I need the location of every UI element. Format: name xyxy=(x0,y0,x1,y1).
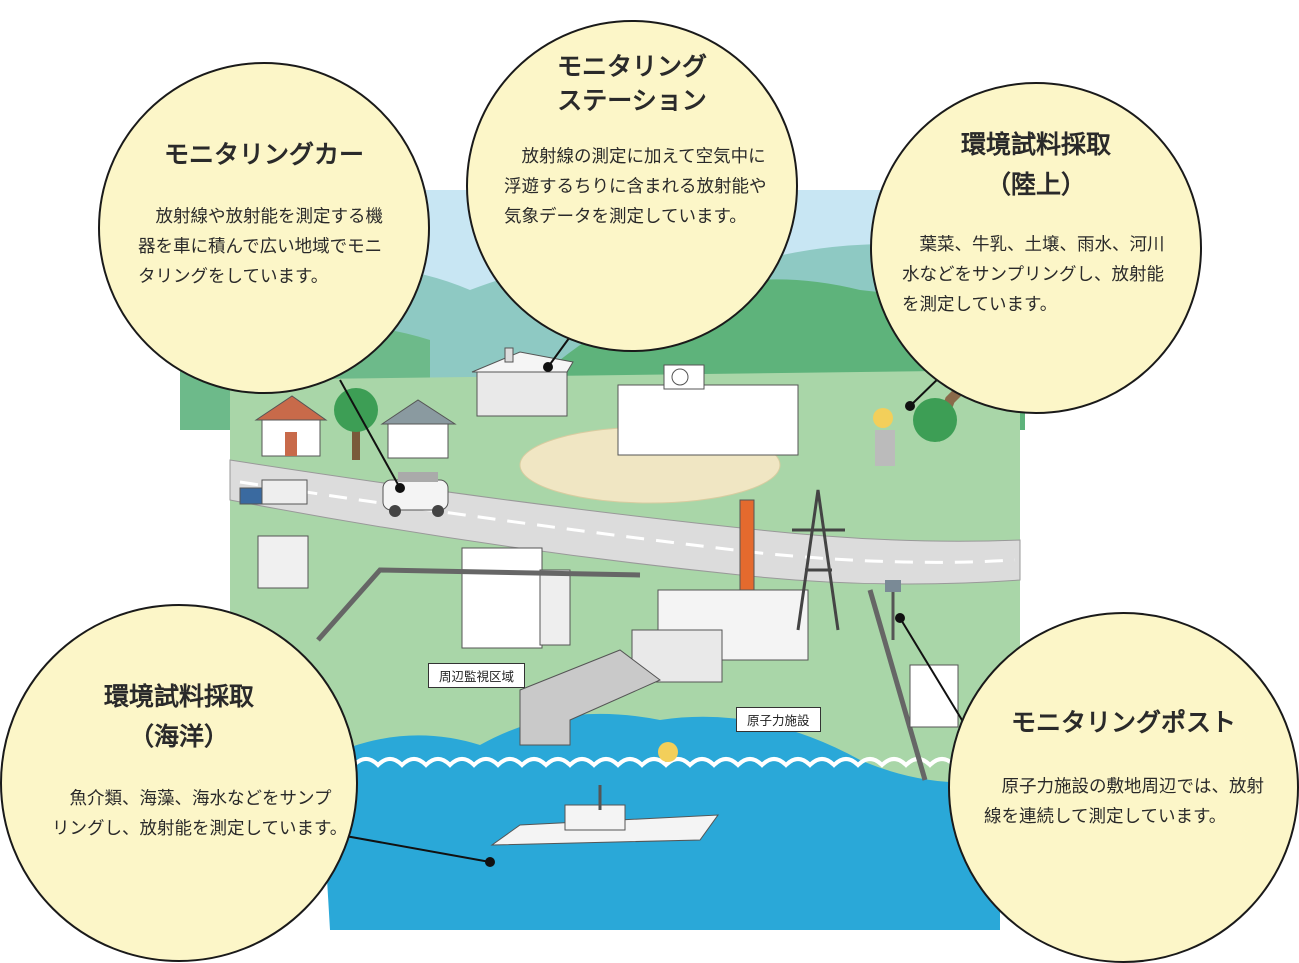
callout-car-body: 放射線や放射能を測定する機器を車に積んで広い地域でモニタリングをしています。 xyxy=(138,207,383,287)
callout-station-body: 放射線の測定に加えて空気中に浮遊するちりに含まれる放射能や気象データを測定してい… xyxy=(504,147,767,227)
house-gray xyxy=(380,399,457,459)
callout-monitoring-station: モニタリング ステーション 放射線の測定に加えて空気中に浮遊するちりに含まれる放… xyxy=(466,20,798,352)
callout-land-title-2: （陸上） xyxy=(985,170,1086,199)
label-nuclear-facility: 原子力施設 xyxy=(736,707,821,732)
callout-monitoring-post: モニタリングポスト 原子力施設の敷地周辺では、放射線を連続して測定しています。 xyxy=(948,612,1299,963)
callout-post-body: 原子力施設の敷地周辺では、放射線を連続して測定しています。 xyxy=(984,777,1264,827)
sea-wave xyxy=(328,757,980,768)
connector-station-dot xyxy=(543,362,553,372)
apartment-building xyxy=(461,547,571,649)
connector-post xyxy=(899,617,966,726)
callout-sea-title-1: 環境試料採取 xyxy=(103,682,254,711)
callout-sampling-sea: 環境試料採取 （海洋） 魚介類、海藻、海水などをサンプリングし、放射能を測定して… xyxy=(0,604,358,962)
connector-sea-dot xyxy=(485,857,495,867)
school-building xyxy=(617,364,799,456)
connector-land-dot xyxy=(905,401,915,411)
truck xyxy=(239,479,308,505)
callout-station-title-2: ステーション xyxy=(557,86,707,115)
callout-sampling-land: 環境試料採取 （陸上） 葉菜、牛乳、土壌、雨水、河川水などをサンプリングし、放射… xyxy=(870,82,1202,414)
boat xyxy=(490,742,720,846)
connector-car-dot xyxy=(395,483,405,493)
callout-post-title: モニタリングポスト xyxy=(1010,708,1236,737)
pier xyxy=(519,649,661,746)
callout-sea-title-2: （海洋） xyxy=(128,722,229,751)
callout-station-title-1: モニタリング xyxy=(556,52,707,81)
perimeter-fence xyxy=(316,567,928,781)
callout-land-body: 葉菜、牛乳、土壌、雨水、河川水などをサンプリングし、放射能を測定しています。 xyxy=(902,235,1165,315)
power-tower xyxy=(792,489,845,631)
connector-post-dot xyxy=(895,613,905,623)
callout-sea-body: 魚介類、海藻、海水などをサンプリングし、放射能を測定しています。 xyxy=(52,789,348,839)
small-building xyxy=(257,535,309,589)
connector-car xyxy=(339,379,401,489)
callout-car-title: モニタリングカー xyxy=(163,140,364,169)
callout-monitoring-car: モニタリングカー 放射線や放射能を測定する機器を車に積んで広い地域でモニタリング… xyxy=(98,62,430,394)
label-monitoring-area: 周辺監視区域 xyxy=(428,663,526,688)
connector-sea xyxy=(339,834,491,863)
callout-land-title-1: 環境試料採取 xyxy=(960,130,1111,159)
house-red xyxy=(254,395,328,457)
